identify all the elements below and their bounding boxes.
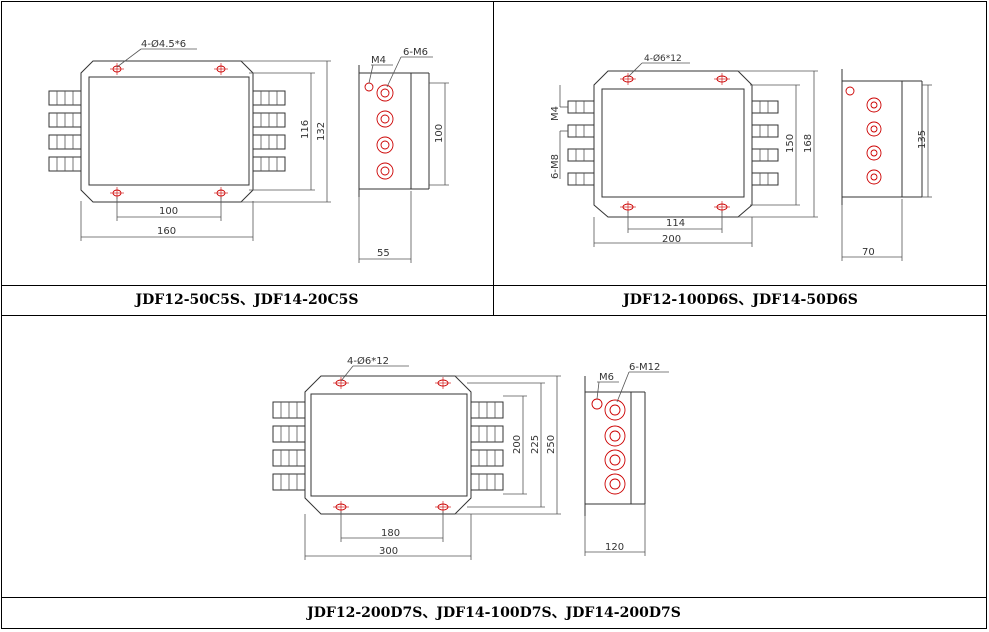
- mounting-holes-3: [333, 377, 451, 513]
- row-divider-1: [1, 285, 987, 286]
- column-divider: [493, 1, 494, 315]
- label-side-w-3: 120: [605, 542, 624, 553]
- side-view-3: M6 6-M12 120: [584, 362, 669, 556]
- label-dim-hole-w-3: 180: [381, 528, 400, 539]
- front-view-3: 4-Ø6*12 180 300 250 225 200: [272, 355, 561, 560]
- label-dim-hole-w-2: 114: [666, 218, 685, 229]
- terminals-right-2: [751, 100, 779, 186]
- terminals-right-1: [252, 90, 286, 172]
- mounting-holes-2: [620, 73, 730, 213]
- label-left-m-small-2: M4: [550, 106, 561, 121]
- side-view-1: M4 6-M6 100 55: [358, 47, 449, 263]
- label-side-m-small-1: M4: [371, 55, 386, 66]
- label-dim-w-3: 300: [379, 546, 398, 557]
- terminals-left-2: [567, 100, 595, 186]
- label-dim-w-1: 160: [157, 226, 176, 237]
- front-view-2: 4-Ø6*12 M4 6-M8 114 200 168 150: [550, 53, 818, 247]
- label-side-h-2: 135: [917, 130, 928, 149]
- label-dim-h-1: 132: [316, 122, 327, 141]
- label-side-h-1: 100: [434, 124, 445, 143]
- label-side-m-big-1: 6-M6: [403, 47, 428, 58]
- row-divider-3: [1, 597, 987, 598]
- label-dim-hole-h-1: 116: [300, 120, 311, 139]
- terminals-left-1: [48, 90, 82, 172]
- label-side-w-2: 70: [862, 247, 875, 258]
- caption-panel-1: JDF12-50C5S、JDF14-20C5S: [135, 292, 359, 308]
- terminals-left-3: [272, 401, 306, 491]
- mounting-holes-1: [110, 63, 228, 199]
- drawing-panel-1: 4-Ø4.5*6 100 160 132 116 M4 6-M6 100 55: [48, 38, 449, 263]
- label-dim-hole-h-2: 150: [785, 134, 796, 153]
- caption-panel-3: JDF12-200D7S、JDF14-100D7S、JDF14-200D7S: [307, 605, 681, 621]
- caption-panel-2: JDF12-100D6S、JDF14-50D6S: [623, 292, 858, 308]
- row-divider-2: [1, 315, 987, 316]
- label-holes-1: 4-Ø4.5*6: [141, 38, 186, 50]
- label-dim-mid-h-3: 225: [530, 435, 541, 454]
- label-dim-h-3: 250: [546, 435, 557, 454]
- label-dim-hole-h-3: 200: [512, 435, 523, 454]
- label-holes-2: 4-Ø6*12: [644, 53, 682, 64]
- label-dim-h-2: 168: [803, 134, 814, 153]
- label-side-w-1: 55: [377, 248, 390, 259]
- label-left-m-big-2: 6-M8: [550, 154, 561, 179]
- label-side-m-small-3: M6: [599, 372, 614, 383]
- side-view-2: 135 70: [841, 69, 932, 261]
- front-view-1: 4-Ø4.5*6 100 160 132 116: [48, 38, 331, 241]
- label-dim-hole-w-1: 100: [159, 206, 178, 217]
- terminals-right-3: [470, 401, 504, 491]
- drawing-panel-2: 4-Ø6*12 M4 6-M8 114 200 168 150 135 70: [550, 53, 932, 261]
- label-side-m-big-3: 6-M12: [629, 362, 660, 373]
- drawing-panel-3: 4-Ø6*12 180 300 250 225 200 M6 6-M12 120: [272, 355, 669, 560]
- label-dim-w-2: 200: [662, 234, 681, 245]
- label-holes-3: 4-Ø6*12: [347, 355, 389, 367]
